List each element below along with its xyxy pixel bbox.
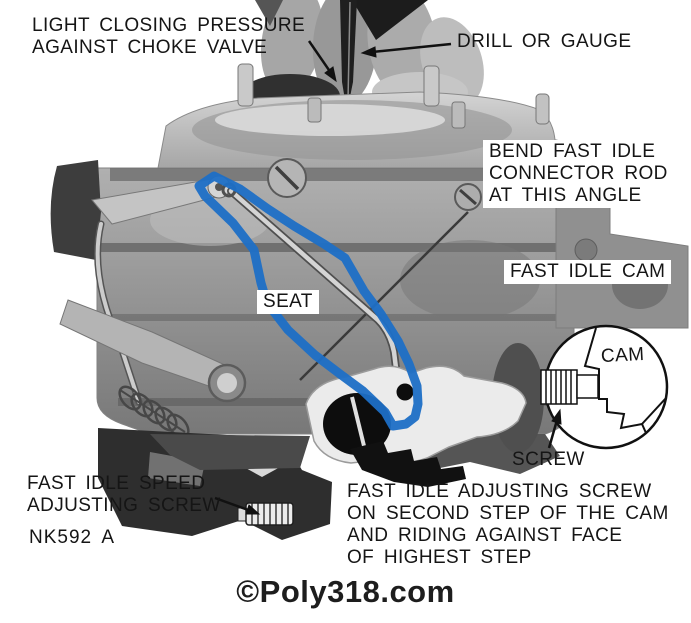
arrow-to-speed-screw (214, 496, 261, 515)
arrow-to-choke-valve (307, 40, 337, 83)
label-choke-pressure: LIGHT CLOSING PRESSURE AGAINST CHOKE VAL… (32, 15, 306, 59)
cam-steps-silhouette (350, 441, 466, 487)
return-spring (118, 385, 190, 439)
inset-screw (540, 369, 599, 405)
base-shadow-left (150, 434, 310, 470)
arrow-to-inset-screw (547, 408, 562, 449)
cam-screw-inset (540, 324, 669, 450)
crossing-rod (299, 211, 469, 381)
label-adjusting-screw-note: FAST IDLE ADJUSTING SCREW ON SECOND STEP… (347, 481, 669, 569)
air-horn (157, 63, 558, 169)
label-drill-or-gauge: DRILL OR GAUGE (457, 31, 632, 52)
callout-arrows (214, 40, 562, 515)
throttle-linkage (50, 160, 247, 439)
drill-bit (340, 0, 357, 112)
label-fast-idle-cam: FAST IDLE CAM (504, 260, 672, 285)
carburetor-photo (50, 0, 689, 540)
label-fast-idle-speed-screw: FAST IDLE SPEED ADJUSTING SCREW (27, 473, 221, 517)
rod-hole (396, 383, 414, 401)
label-bend-rod: BEND FAST IDLE CONNECTOR ROD AT THIS ANG… (483, 140, 674, 209)
label-inset-cam: CAM (600, 343, 645, 368)
label-inset-screw: SCREW (512, 449, 585, 470)
arrow-to-drill (360, 42, 452, 58)
rod-highlight-trace (194, 171, 423, 431)
label-seat: SEAT (257, 290, 319, 315)
figure-code: NK592 A (29, 527, 115, 548)
watermark: ©Poly318.com (236, 574, 455, 609)
